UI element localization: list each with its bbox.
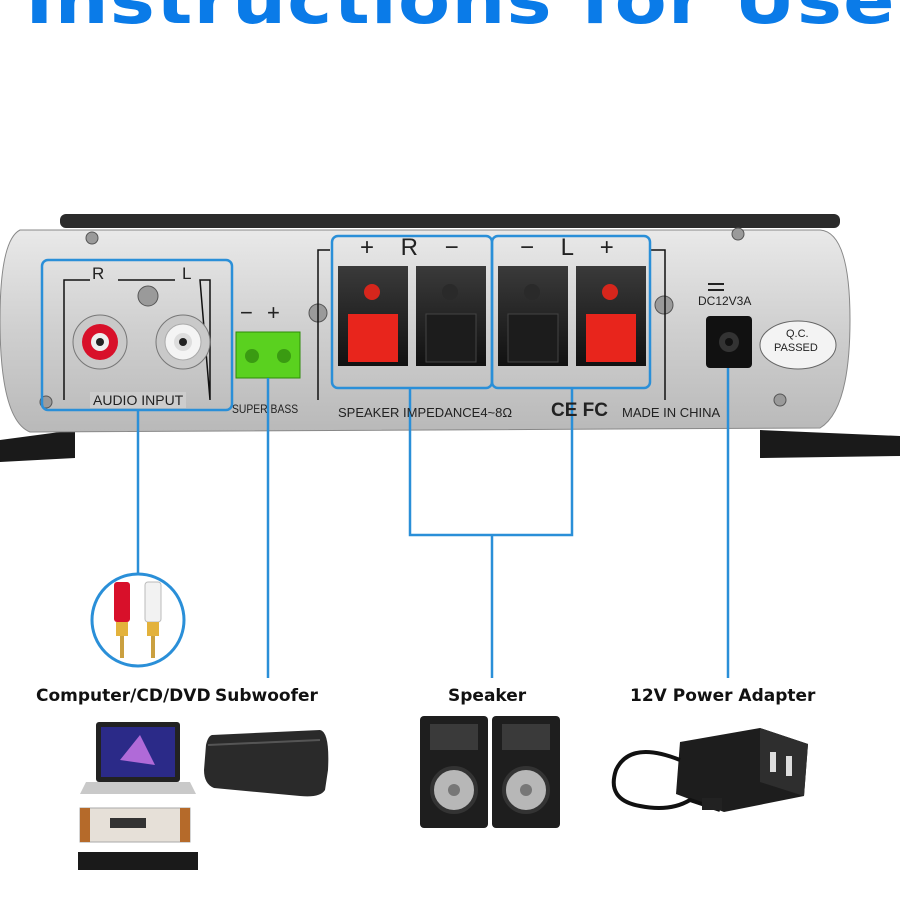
qc-line1: Q.C. (786, 328, 809, 340)
subwoofer-icon (204, 730, 329, 797)
rca-plug-icon (90, 572, 186, 668)
rca-left-jack (155, 314, 211, 370)
page-title: Instructions for Use (25, 0, 896, 39)
bass-polarity: − + (240, 300, 284, 325)
speaker-label: Speaker (448, 686, 527, 706)
screw (85, 231, 99, 245)
super-bass-label: SUPER BASS (232, 404, 299, 416)
dvd-player-icon (78, 807, 198, 870)
laptop-icon (80, 722, 196, 794)
qc-line2: PASSED (774, 342, 818, 354)
cert-marks: CE FC (551, 400, 608, 421)
speakers-icon (420, 716, 560, 828)
speaker-right-polarity: + R − (360, 234, 469, 261)
screw (731, 227, 745, 241)
made-in-label: MADE IN CHINA (622, 405, 721, 420)
rca-right-jack (72, 314, 128, 370)
audio-l-label: L (182, 264, 192, 283)
screw (137, 285, 159, 307)
speaker-impedance-label: SPEAKER IMPEDANCE4~8Ω (338, 405, 513, 420)
computer-label: Computer/CD/DVD (36, 686, 211, 706)
screw (654, 295, 674, 315)
audio-r-label: R (92, 264, 105, 283)
power-adapter-icon (611, 728, 808, 812)
screw (773, 393, 787, 407)
left-foot (0, 430, 75, 462)
subwoofer-label: Subwoofer (215, 686, 318, 706)
audio-input-label: AUDIO INPUT (90, 392, 187, 408)
right-foot (760, 430, 900, 458)
speaker-terminals (338, 266, 646, 366)
adapter-label: 12V Power Adapter (630, 686, 816, 706)
dc-rating-label: DC12V3A (698, 294, 752, 308)
speaker-left-polarity: − L + (520, 234, 624, 261)
